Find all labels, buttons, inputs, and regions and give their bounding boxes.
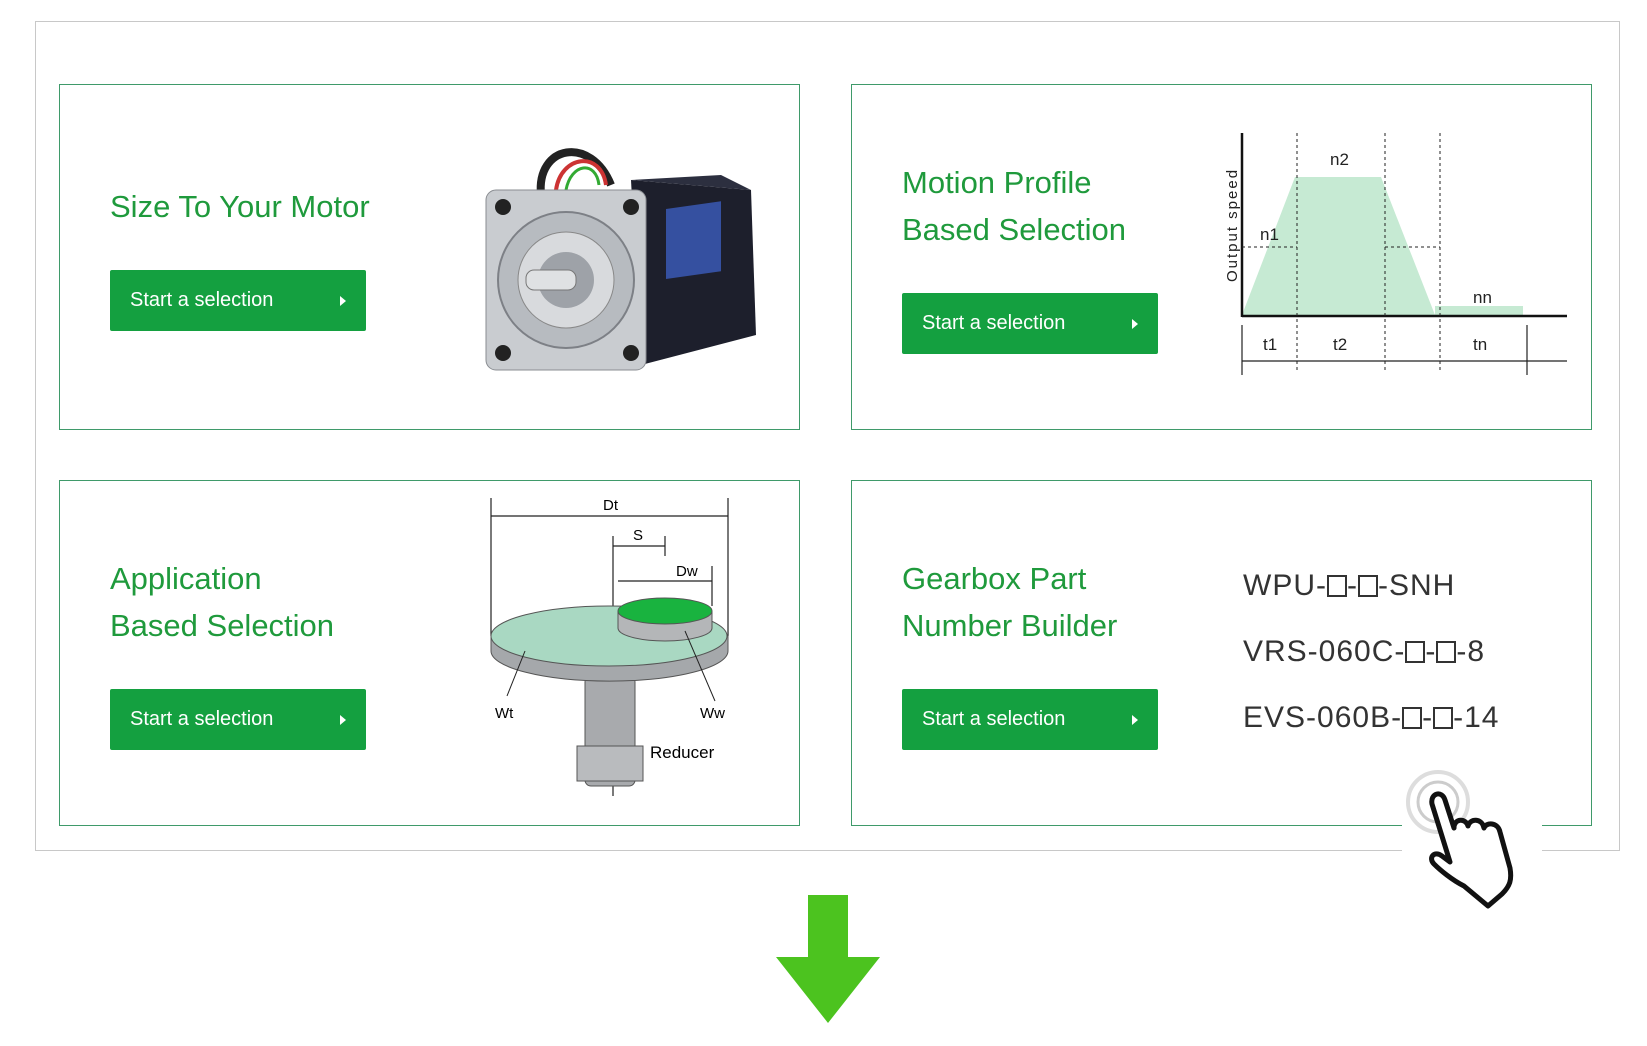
hand-pointer-icon [1402,770,1542,910]
card-title-line-2: Based Selection [110,608,335,643]
card-title: Size To Your Motor [110,189,370,224]
label-s: S [633,527,643,544]
label-ww: Ww [700,705,725,722]
label-t2: t2 [1333,335,1347,354]
button-label: Start a selection [130,708,274,730]
speed-time-chart: Output speed n1 n2 nn t1 t2 tn [1224,133,1567,375]
label-dw: Dw [676,563,698,580]
pn-suffix: -14 [1453,701,1500,734]
label-t1: t1 [1263,335,1277,354]
pn-sep: - [1422,701,1434,734]
part-number-example: WPU---SNH [1243,569,1455,603]
placeholder-box [1405,641,1426,663]
part-number-example: EVS-060B---14 [1243,701,1499,735]
label-tn: tn [1473,335,1487,354]
servo-motor-image [485,148,756,371]
card-title-line-2: Based Selection [902,212,1127,247]
pn-prefix: VRS-060C- [1243,635,1406,668]
caret-right-icon [1132,714,1138,725]
placeholder-box [1326,575,1347,597]
start-selection-button[interactable]: Start a selection [902,293,1158,354]
turntable-diagram: Dt S Dw Wt Ww Reducer [490,497,729,796]
caret-right-icon [340,714,346,725]
caret-right-icon [1132,318,1138,329]
button-label: Start a selection [922,708,1066,730]
label-wt: Wt [495,705,514,722]
part-number-example: VRS-060C---8 [1243,635,1485,669]
pn-sep: - [1346,569,1358,602]
card-size-to-motor: Size To Your Motor Start a selection [59,84,800,430]
start-selection-button[interactable]: Start a selection [110,270,366,331]
card-title-line-1: Gearbox Part [902,561,1087,596]
card-title-line-2: Number Builder [902,608,1118,643]
placeholder-box [1357,575,1378,597]
label-nn: nn [1473,288,1492,307]
label-reducer: Reducer [650,743,715,762]
card-title-line-1: Motion Profile [902,165,1092,200]
label-n2: n2 [1330,150,1349,169]
button-label: Start a selection [922,312,1066,334]
start-selection-button[interactable]: Start a selection [110,689,366,750]
pn-prefix: WPU- [1243,569,1327,602]
label-dt: Dt [603,497,619,514]
y-axis-label: Output speed [1224,168,1241,282]
start-selection-button[interactable]: Start a selection [902,689,1158,750]
card-motion-profile: Motion Profile Based Selection Start a s… [851,84,1592,430]
placeholder-box [1433,707,1454,729]
card-title-line-1: Application [110,561,262,596]
card-application: Application Based Selection Start a sele… [59,480,800,826]
pn-sep: - [1425,635,1437,668]
label-n1: n1 [1260,225,1279,244]
placeholder-box [1436,641,1457,663]
selection-panel [35,21,1620,851]
arrow-down-icon [776,895,880,1023]
pn-prefix: EVS-060B- [1243,701,1403,734]
card-part-number-builder: Gearbox Part Number Builder Start a sele… [851,480,1592,826]
button-label: Start a selection [130,289,274,311]
caret-right-icon [340,295,346,306]
pn-suffix: -8 [1456,635,1486,668]
placeholder-box [1402,707,1423,729]
pn-suffix: -SNH [1377,569,1456,602]
